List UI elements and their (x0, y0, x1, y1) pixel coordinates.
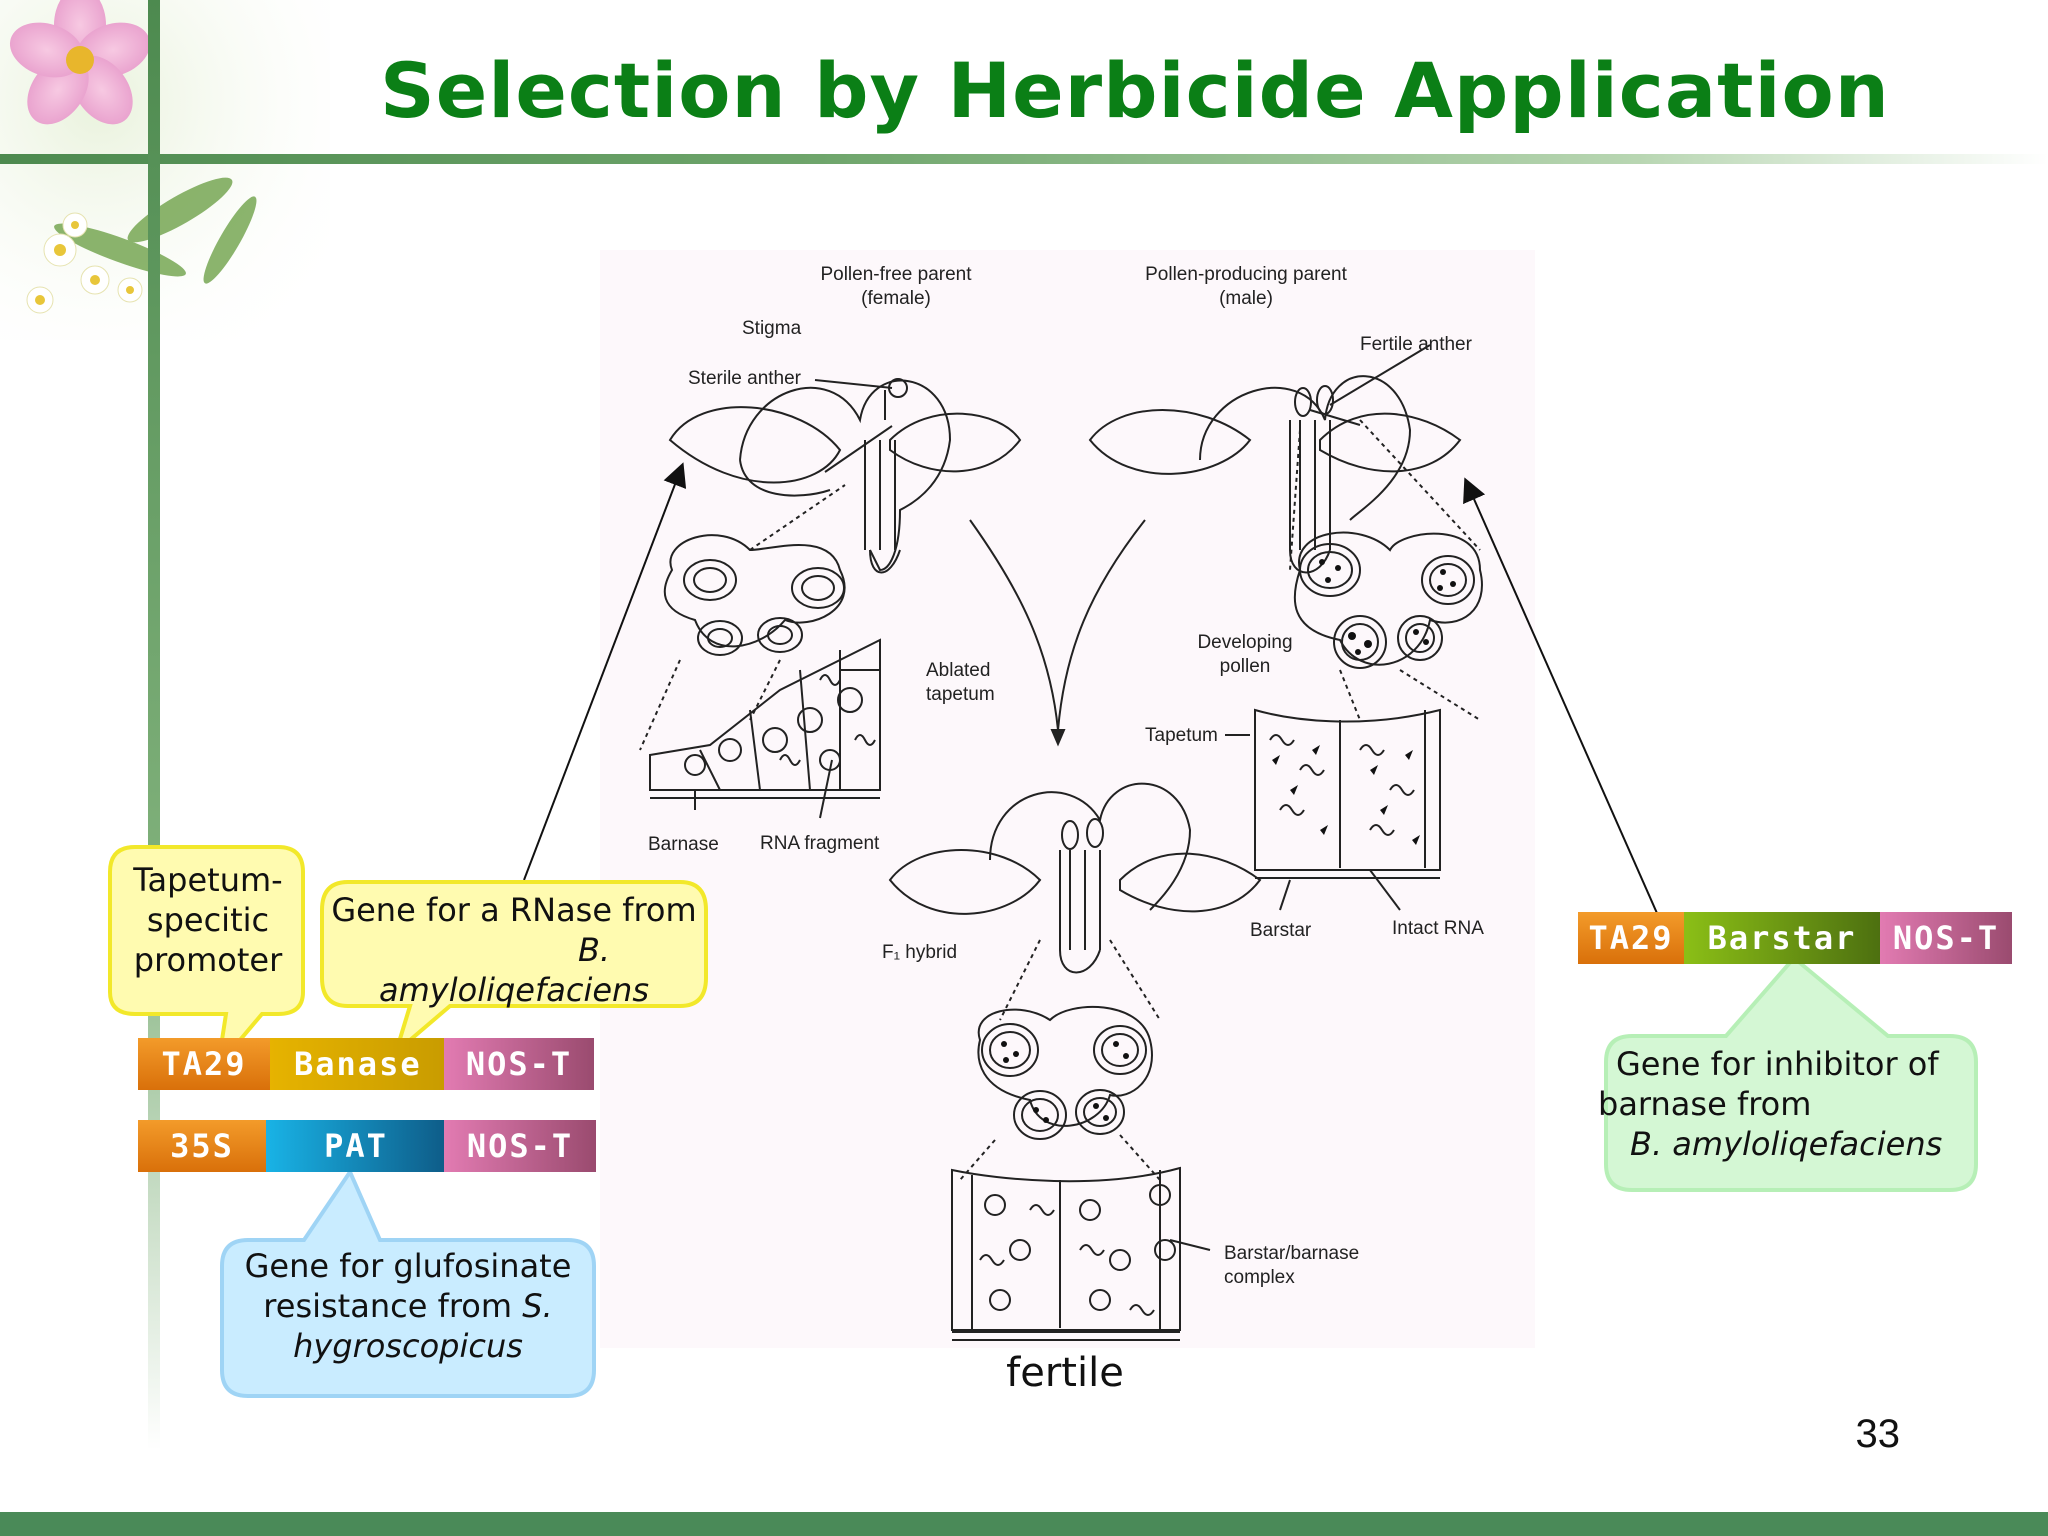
label-male-parent: Pollen-producing parent (1145, 264, 1347, 285)
label-complex-2: complex (1224, 1267, 1295, 1288)
label-male: (male) (1219, 288, 1273, 309)
barnase-construct: TA29 Banase NOS-T (138, 1038, 594, 1090)
inhibitor-callout-line1: Gene for inhibitor of (1616, 1045, 1939, 1083)
barstar-gene-box: Barstar (1684, 912, 1880, 964)
ta29-promoter-box: TA29 (138, 1038, 270, 1090)
label-fertile-anther: Fertile anther (1360, 334, 1473, 355)
header-divider (0, 154, 2048, 164)
arrow-to-male-flower (1463, 477, 1661, 921)
pat-construct: 35S PAT NOS-T (138, 1120, 596, 1172)
promoter-callout-bubble (108, 845, 305, 1073)
label-ablated: Ablated (926, 660, 990, 681)
ablated-tapetum-section (649, 638, 881, 819)
label-f1-hybrid: F₁ hybrid (882, 942, 957, 963)
label-sterile-anther: Sterile anther (688, 368, 802, 389)
fertile-label: fertile (1006, 1350, 1124, 1396)
glufosinate-callout: Gene for glufosinate resistance from S. … (222, 1246, 594, 1366)
inhibitor-callout-line2: barnase from (1598, 1085, 1812, 1123)
f1-hybrid-flower-drawing (888, 782, 1262, 1021)
inhibitor-callout: Gene for inhibitor of barnase from B. am… (1598, 1044, 1988, 1164)
label-complex: Barstar/barnase (1224, 1243, 1359, 1264)
f1-anther-section (959, 1005, 1161, 1181)
arrow-to-female-flower (523, 462, 687, 881)
page-number: 33 (1855, 1412, 1901, 1456)
barstar-construct: TA29 Barstar NOS-T (1578, 912, 2012, 964)
rnase-callout: Gene for a RNase from B. amyloliqefacien… (318, 890, 710, 1010)
promoter-callout-line3: promoter (133, 941, 283, 979)
ta29-promoter-box-2: TA29 (1578, 912, 1684, 964)
pollination-figure: Pollen-free parent (female) Pollen-produ… (600, 250, 1535, 1348)
glufosinate-callout-line2: resistance from (263, 1287, 523, 1325)
rnase-callout-line1: Gene for a RNase from (331, 891, 697, 929)
slide-title: Selection by Herbicide Application (380, 46, 1890, 135)
label-barstar: Barstar (1250, 920, 1312, 941)
label-pollen: pollen (1220, 656, 1271, 677)
promoter-callout: Tapetum- specitic promoter (112, 860, 304, 980)
label-stigma: Stigma (742, 318, 802, 339)
label-intact-rna: Intact RNA (1392, 918, 1484, 939)
cross-arrow-right (1057, 519, 1146, 731)
pat-gene-box: PAT (266, 1120, 446, 1172)
rnase-callout-line3: amyloliqefaciens (379, 971, 649, 1009)
glufosinate-callout-line3: hygroscopicus (293, 1327, 523, 1365)
label-barnase: Barnase (648, 834, 719, 855)
developing-pollen-section (1289, 419, 1483, 721)
glufosinate-callout-species-genus: S. (522, 1287, 553, 1325)
nos-t-terminator-box-1: NOS-T (444, 1038, 594, 1090)
label-rna-fragment: RNA fragment (760, 833, 880, 854)
label-tapetum-ablated: tapetum (926, 684, 995, 705)
inhibitor-callout-bubble (1604, 955, 1978, 1192)
nos-t-terminator-box-2: NOS-T (444, 1120, 596, 1172)
promoter-callout-line1: Tapetum- (133, 861, 283, 899)
male-flower-drawing (1088, 344, 1462, 574)
label-female-parent: Pollen-free parent (820, 264, 972, 285)
nos-t-terminator-box-3: NOS-T (1880, 912, 2012, 964)
figure-drawing: Pollen-free parent (female) Pollen-produ… (639, 264, 1484, 1341)
cross-arrow-left (969, 519, 1059, 731)
female-flower-drawing (668, 378, 1022, 574)
label-tapetum: Tapetum (1145, 725, 1218, 746)
intact-tapetum-section (1225, 708, 1441, 911)
sterile-anther-section (639, 484, 846, 751)
label-developing: Developing (1197, 632, 1292, 653)
barnase-gene-label: Banase (294, 1045, 422, 1083)
glufosinate-callout-line1: Gene for glufosinate (244, 1247, 572, 1285)
inhibitor-callout-line3: B. amyloliqefaciens (1630, 1125, 1943, 1163)
glufosinate-callout-bubble (220, 1167, 596, 1398)
f1-tapetum-section (951, 1166, 1211, 1341)
rnase-callout-bubble (320, 880, 708, 1058)
label-female: (female) (861, 288, 931, 309)
footer-bar (0, 1512, 2048, 1536)
35s-promoter-box: 35S (138, 1120, 266, 1172)
promoter-callout-line2: specitic (146, 901, 270, 939)
rnase-callout-line2: B. (577, 931, 611, 969)
